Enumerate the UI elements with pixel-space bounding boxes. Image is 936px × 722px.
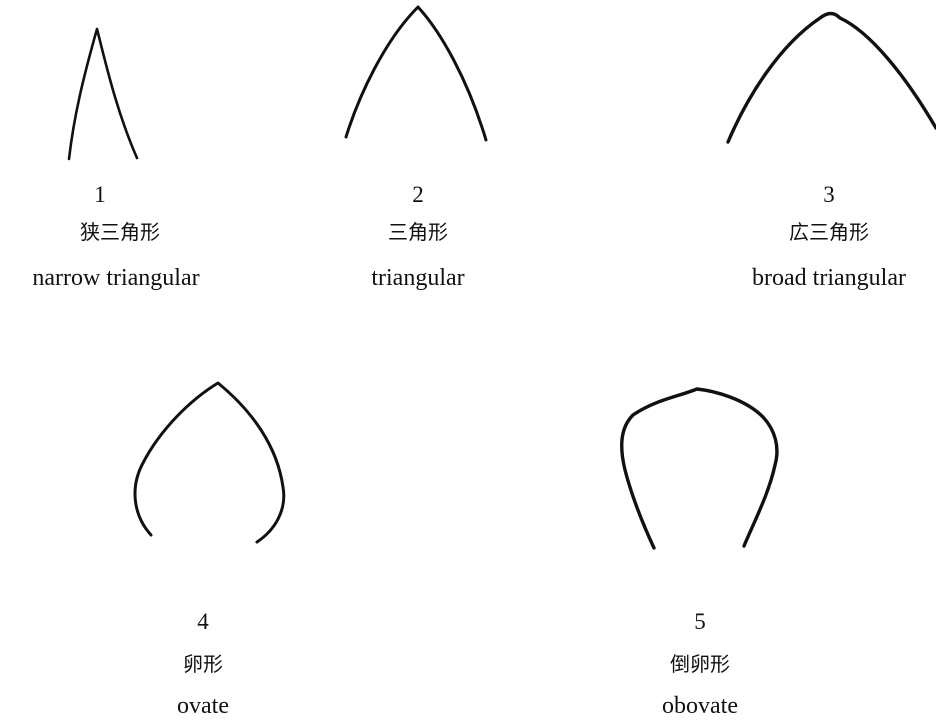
shape-3-english-name: broad triangular (752, 265, 906, 291)
shape-1-english-name: narrow triangular (32, 265, 200, 291)
broad-triangular-outline (720, 0, 936, 160)
shape-4-japanese-name: 卵形 (183, 652, 223, 676)
shape-2-number: 2 (412, 182, 424, 207)
shape-4-english-name: ovate (177, 693, 229, 719)
triangular-outline (335, 0, 500, 150)
narrow-triangular-outline (60, 20, 150, 165)
shape-2-english-name: triangular (371, 265, 465, 291)
shape-3-number: 3 (823, 182, 835, 207)
shape-1-number: 1 (94, 182, 106, 207)
shape-5-japanese-name: 倒卵形 (670, 652, 730, 676)
shape-5-english-name: obovate (662, 693, 738, 719)
shape-4-number: 4 (197, 609, 209, 634)
shape-1-japanese-name: 狭三角形 (80, 220, 160, 244)
shape-5-number: 5 (694, 609, 706, 634)
obovate-outline (605, 375, 790, 555)
shape-3-japanese-name: 広三角形 (789, 220, 869, 244)
ovate-outline (125, 375, 295, 550)
shape-2-japanese-name: 三角形 (388, 220, 448, 244)
